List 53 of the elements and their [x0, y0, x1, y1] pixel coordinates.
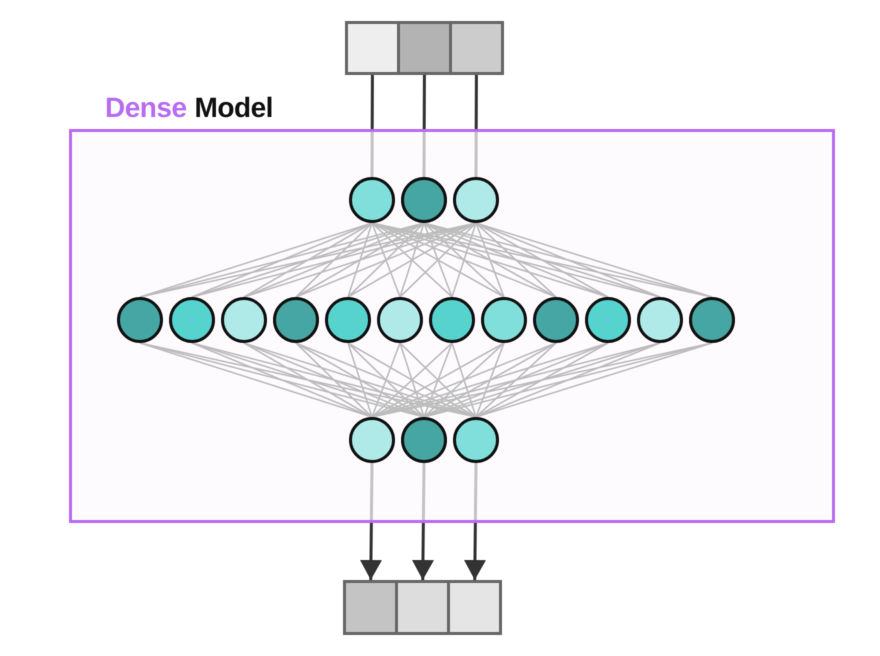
connector-line [347, 222, 425, 298]
connector-line [347, 342, 425, 418]
connector-line [399, 222, 477, 298]
neuron-circle [401, 417, 447, 463]
neuron-circle [429, 297, 475, 343]
neuron-circle [585, 297, 631, 343]
vector-cell [395, 580, 450, 635]
connector-line [423, 222, 505, 298]
vector-cell [343, 580, 398, 635]
neuron-circle [325, 297, 371, 343]
connector-line [371, 222, 401, 298]
connector-line [423, 222, 453, 298]
connector-line [476, 342, 712, 418]
vector-cell [345, 21, 400, 75]
neuron-circle [377, 297, 423, 343]
connector-line [371, 222, 453, 298]
connector-line [295, 342, 373, 418]
heading-text: Dense [105, 92, 187, 123]
vector-cell [397, 21, 452, 75]
neuron-circle [221, 297, 267, 343]
connector-line [423, 342, 505, 418]
vector-cell [447, 580, 502, 635]
connector-line [423, 342, 453, 418]
neuron-circle [349, 417, 395, 463]
connector-line [475, 342, 557, 418]
connector-line [371, 342, 401, 418]
connector-line [347, 222, 373, 298]
connector-line [475, 222, 505, 298]
heading-text: Model [194, 92, 273, 123]
connector-line [399, 342, 425, 418]
connector-line [140, 342, 372, 418]
connector-line [475, 222, 557, 298]
connector-line [475, 342, 505, 418]
connector-line [399, 222, 425, 298]
connector-line [371, 342, 453, 418]
neuron-circle [117, 297, 163, 343]
connector-line [347, 342, 373, 418]
connector-line [295, 222, 373, 298]
neuron-circle [453, 177, 499, 223]
connector-line [451, 342, 477, 418]
connector-line [451, 222, 477, 298]
neuron-circle [169, 297, 215, 343]
neuron-circle [637, 297, 683, 343]
vector-cell [449, 21, 504, 75]
neuron-circle [453, 417, 499, 463]
neuron-circle [689, 297, 735, 343]
neuron-circle [481, 297, 527, 343]
neuron-circle [273, 297, 319, 343]
neuron-circle [349, 177, 395, 223]
neuron-circle [401, 177, 447, 223]
connector-line [399, 342, 477, 418]
neuron-circle [533, 297, 579, 343]
connector-line [476, 222, 712, 298]
